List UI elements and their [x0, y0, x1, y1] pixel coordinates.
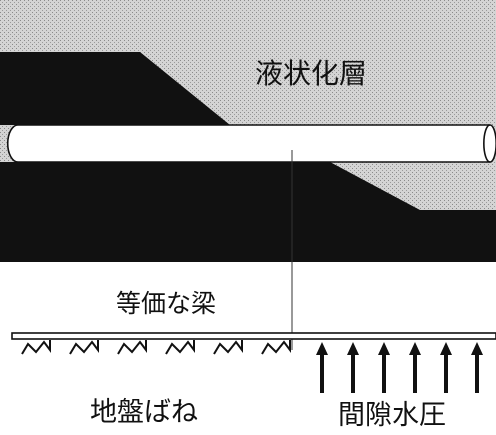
spring-3 — [117, 340, 147, 355]
upper-soil-wedge — [0, 52, 230, 125]
pressure-arrow-3 — [378, 342, 390, 393]
spring-2 — [69, 340, 99, 355]
pipe-end-edge — [483, 124, 491, 163]
equivalent-beam-label: 等価な梁 — [116, 289, 217, 318]
ground-springs — [21, 340, 291, 355]
spring-6 — [261, 340, 291, 355]
pressure-arrow-1 — [316, 342, 328, 393]
spring-5 — [213, 340, 243, 355]
pore-pressure-arrows — [316, 342, 483, 393]
pressure-arrow-5 — [440, 342, 452, 393]
spring-4 — [165, 340, 195, 355]
pore-water-pressure-label: 間隙水圧 — [338, 400, 446, 431]
liquefied-layer-label: 液状化層 — [255, 57, 368, 90]
pressure-arrow-6 — [471, 342, 483, 393]
pressure-arrow-2 — [347, 342, 359, 393]
pipeline — [6, 124, 496, 163]
spring-1 — [21, 340, 51, 355]
equivalent-beam — [11, 332, 496, 340]
lower-soil-layer — [0, 162, 496, 262]
pressure-arrow-4 — [409, 342, 421, 393]
ground-spring-label: 地盤ばね — [90, 397, 198, 428]
